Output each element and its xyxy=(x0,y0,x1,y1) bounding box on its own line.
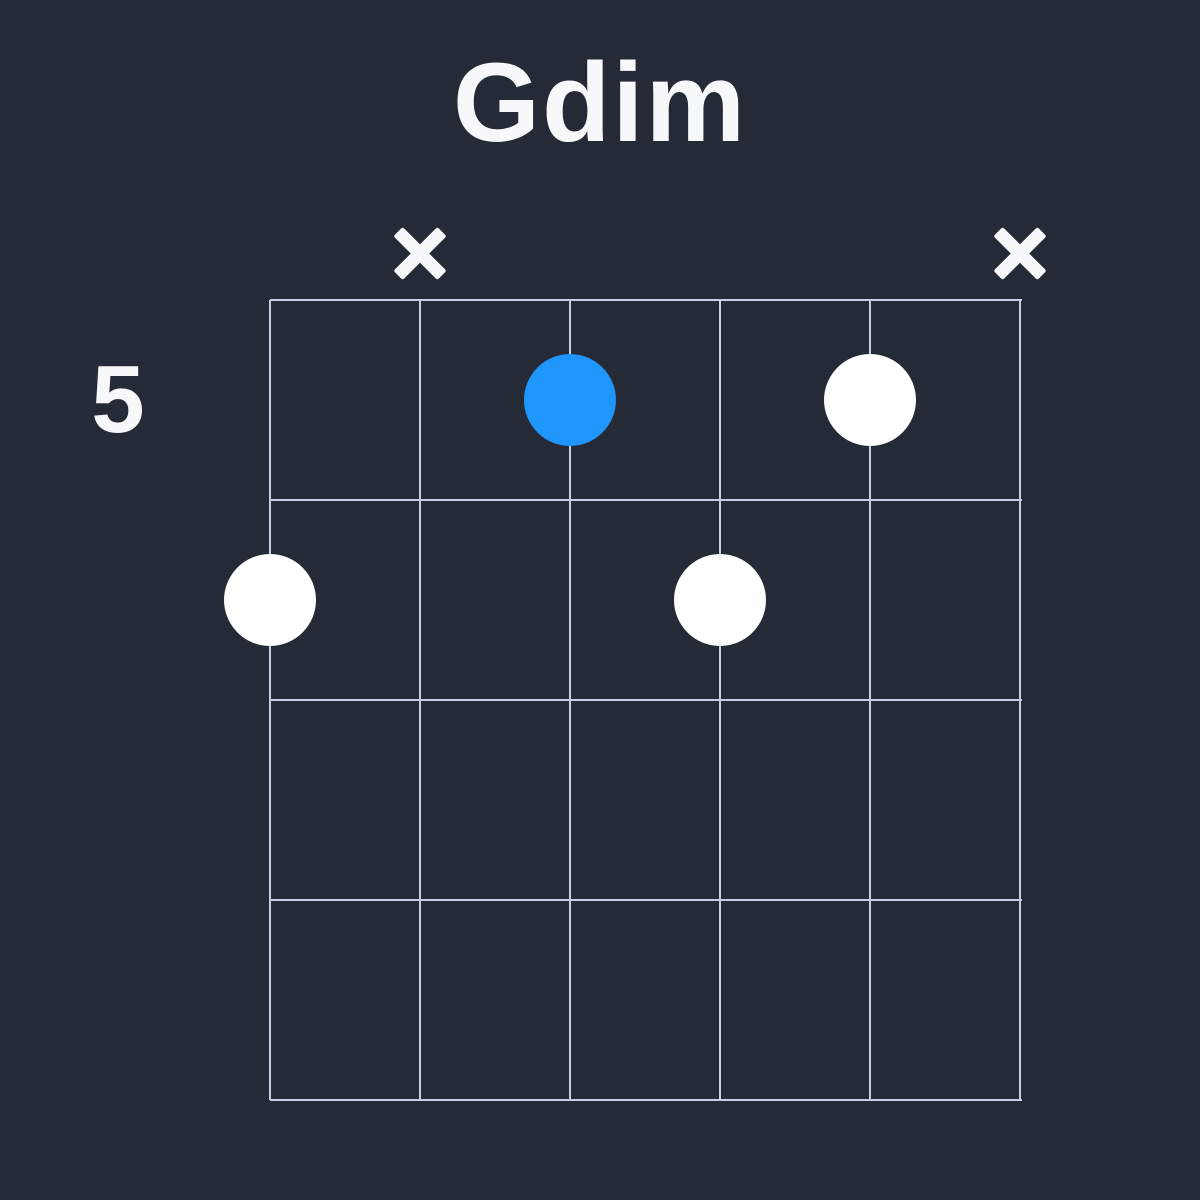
fret-line xyxy=(270,299,1022,301)
base-fret-label: 5 xyxy=(91,346,145,453)
string-line xyxy=(269,300,271,1100)
finger-dot xyxy=(824,354,916,446)
finger-dot xyxy=(674,554,766,646)
fret-line xyxy=(270,899,1022,901)
muted-string-icon xyxy=(389,222,451,284)
string-line xyxy=(569,300,571,1100)
string-line xyxy=(869,300,871,1100)
string-line xyxy=(419,300,421,1100)
muted-string-icon xyxy=(989,222,1051,284)
finger-dot xyxy=(224,554,316,646)
fret-line xyxy=(270,1099,1022,1101)
fret-line xyxy=(270,699,1022,701)
string-line xyxy=(719,300,721,1100)
string-line xyxy=(1019,300,1021,1100)
root-note-dot xyxy=(524,354,616,446)
fret-line xyxy=(270,499,1022,501)
chord-title: Gdim xyxy=(452,40,748,165)
